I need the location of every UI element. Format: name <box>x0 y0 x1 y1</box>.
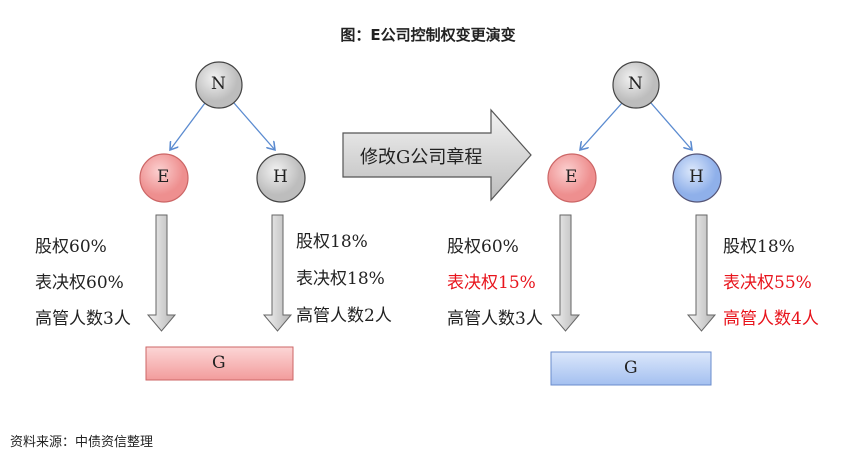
node-g-label: G <box>212 353 226 373</box>
before-edges <box>170 102 275 150</box>
node-e-label: E <box>565 167 578 187</box>
before-e-executives: 高管人数3人 <box>35 309 131 329</box>
node-h <box>256 153 306 203</box>
node-h <box>672 153 722 203</box>
after-e-voting: 表决权15% <box>447 273 536 293</box>
before-h-voting: 表决权18% <box>296 269 385 289</box>
node-g-label: G <box>624 358 638 378</box>
before-e-voting: 表决权60% <box>35 273 124 293</box>
node-n-label: N <box>628 74 643 94</box>
box-g-before <box>145 346 294 381</box>
node-n <box>195 61 243 109</box>
box-g-after <box>550 351 712 386</box>
before-h-executives: 高管人数2人 <box>296 306 392 326</box>
after-edges <box>580 102 692 150</box>
node-e-label: E <box>157 167 170 187</box>
down-arrows <box>146 214 717 332</box>
after-e-equity: 股权60% <box>447 237 519 257</box>
transition-arrow-icon <box>342 108 532 202</box>
after-h-voting: 表决权55% <box>723 273 812 293</box>
node-e <box>547 153 597 203</box>
node-h-label: H <box>689 167 704 187</box>
down-arrow-icon <box>262 214 293 332</box>
node-n-label: N <box>211 74 226 94</box>
after-e-executives: 高管人数3人 <box>447 309 543 329</box>
node-n <box>612 61 660 109</box>
source-note: 资料来源：中债资信整理 <box>10 435 154 450</box>
after-nodes <box>547 61 722 203</box>
before-h-equity: 股权18% <box>296 232 368 252</box>
down-arrow-icon <box>146 214 177 332</box>
transition-label: 修改G公司章程 <box>360 147 483 168</box>
after-h-equity: 股权18% <box>723 237 795 257</box>
down-arrow-icon <box>686 214 717 332</box>
before-e-equity: 股权60% <box>35 237 107 257</box>
before-nodes <box>139 61 306 203</box>
after-h-executives: 高管人数4人 <box>723 309 819 329</box>
node-e <box>139 153 189 203</box>
node-h-label: H <box>273 167 288 187</box>
diagram-title: 图：E公司控制权变更演变 <box>340 26 516 44</box>
down-arrow-icon <box>550 214 581 332</box>
